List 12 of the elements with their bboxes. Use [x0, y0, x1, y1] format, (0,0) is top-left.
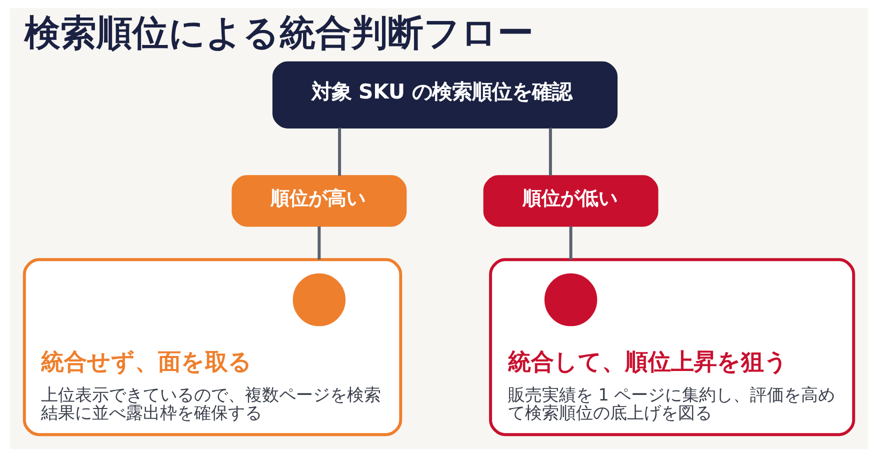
- connector: [548, 128, 552, 176]
- connector: [568, 226, 572, 260]
- cluster: 統合して、順位上昇を狙う 販売実績を 1 ページに集約し、評価を高めて検索順位の底上げを図る: [488, 258, 855, 436]
- cluster: 統合せず、面を取る 上位表示できているので、複数ページを検索結果に並べ露出枠を確保する: [22, 258, 402, 436]
- connector: [338, 128, 341, 176]
- connector: [317, 226, 320, 260]
- node-circle: [544, 273, 597, 326]
- diagram-title: 検索順位による統合判断フロー: [24, 13, 533, 54]
- node-box: 対象 SKU の検索順位を確認: [272, 61, 618, 128]
- node-box: 順位が高い: [231, 175, 406, 227]
- node-box: 順位が低い: [482, 175, 658, 227]
- node-circle: [292, 273, 346, 326]
